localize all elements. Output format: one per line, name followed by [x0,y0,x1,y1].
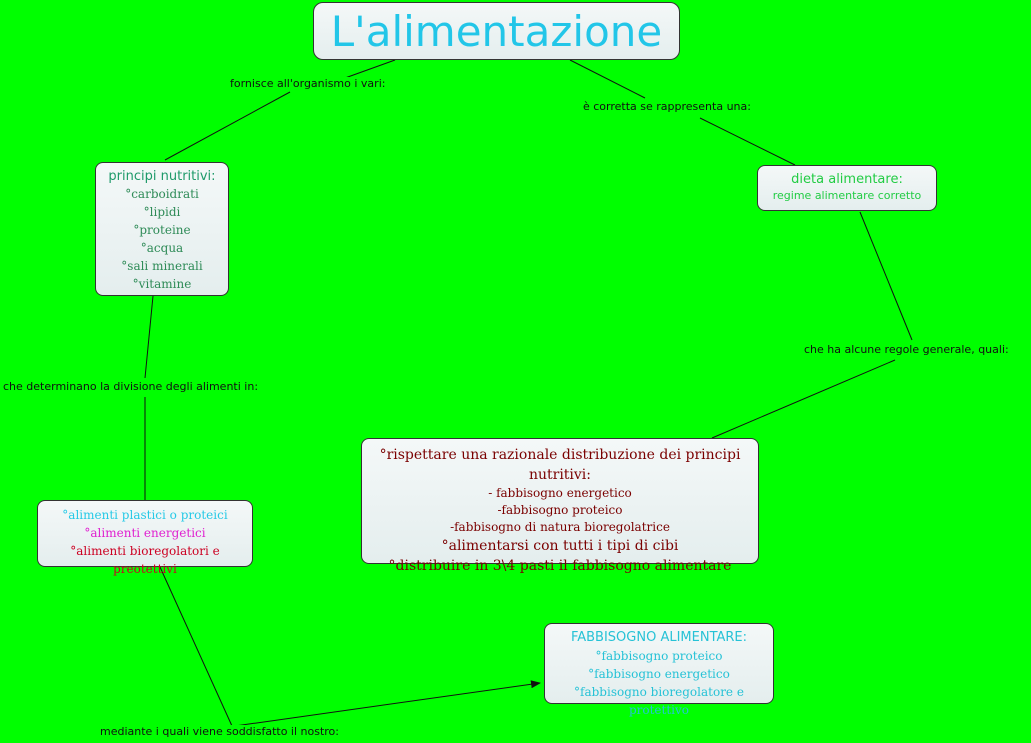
line-dieta-regole [859,211,913,341]
regole-line-1: °rispettare una razionale distribuzione … [379,447,741,483]
principi-item: °carboidrati [125,187,199,201]
link-label-mediante: mediante i quali viene soddisfatto il no… [98,725,341,738]
line-principi-determinano [144,295,154,379]
principi-item: °lipidi [143,205,181,219]
regole-line-3: -fabbisogno proteico [497,503,623,517]
principi-nutritivi-node[interactable]: principi nutritivi: °carboidrati °lipidi… [95,162,229,296]
regole-node[interactable]: °rispettare una razionale distribuzione … [361,438,759,574]
line-title-corretta [569,59,646,99]
dieta-heading: dieta alimentare: [791,172,903,187]
dieta-sub: regime alimentare corretto [772,189,922,202]
line-mediante-fabbisogno [234,680,541,727]
regole-line-2: - fabbisogno energetico [488,486,632,500]
principi-item: °sali minerali [121,259,203,273]
fabbisogno-heading: FABBISOGNO ALIMENTARE: [570,630,748,645]
link-label-fornisce: fornisce all'organismo i vari: [228,77,388,90]
regole-line-5: °alimentarsi con tutti i tipi di cibi [441,538,679,554]
alimenti-energetici: °alimenti energetici [84,526,206,540]
principi-item: °proteine [133,223,191,237]
alimenti-plastici: °alimenti plastici o proteici [62,508,228,522]
link-label-regole: che ha alcune regole generale, quali: [802,343,1011,356]
principi-heading: principi nutritivi: [108,169,216,184]
line-regole-box [711,359,896,439]
regole-line-4: -fabbisogno di natura bioregolatrice [450,520,670,534]
link-label-corretta: è corretta se rappresenta una: [581,100,753,113]
title-node[interactable]: L'alimentazione [313,2,680,60]
principi-item: °acqua [140,241,184,255]
fabbisogno-item: °fabbisogno bioregolatore e protettivo [574,685,744,717]
fabbisogno-node[interactable]: FABBISOGNO ALIMENTARE: °fabbisogno prote… [544,623,774,717]
line-corretta-dieta [699,117,796,166]
alimenti-node[interactable]: °alimenti plastici o proteici °alimenti … [37,500,253,576]
principi-item: °vitamine [132,277,192,291]
regole-line-6: °distribuire in 3\4 pasti il fabbisogno … [388,558,732,574]
line-title-fornisce [344,59,396,79]
page-title: L'alimentazione [330,7,663,56]
alimenti-bioregolatori: °alimenti bioregolatori e preotettivi [70,544,220,576]
line-fornisce-principi [164,91,291,161]
link-label-determinano: che determinano la divisione degli alime… [1,380,261,393]
dieta-alimentare-node[interactable]: dieta alimentare: regime alimentare corr… [757,165,937,211]
fabbisogno-item: °fabbisogno proteico [595,649,723,663]
fabbisogno-item: °fabbisogno energetico [588,667,730,681]
line-alimenti-mediante [159,566,233,727]
